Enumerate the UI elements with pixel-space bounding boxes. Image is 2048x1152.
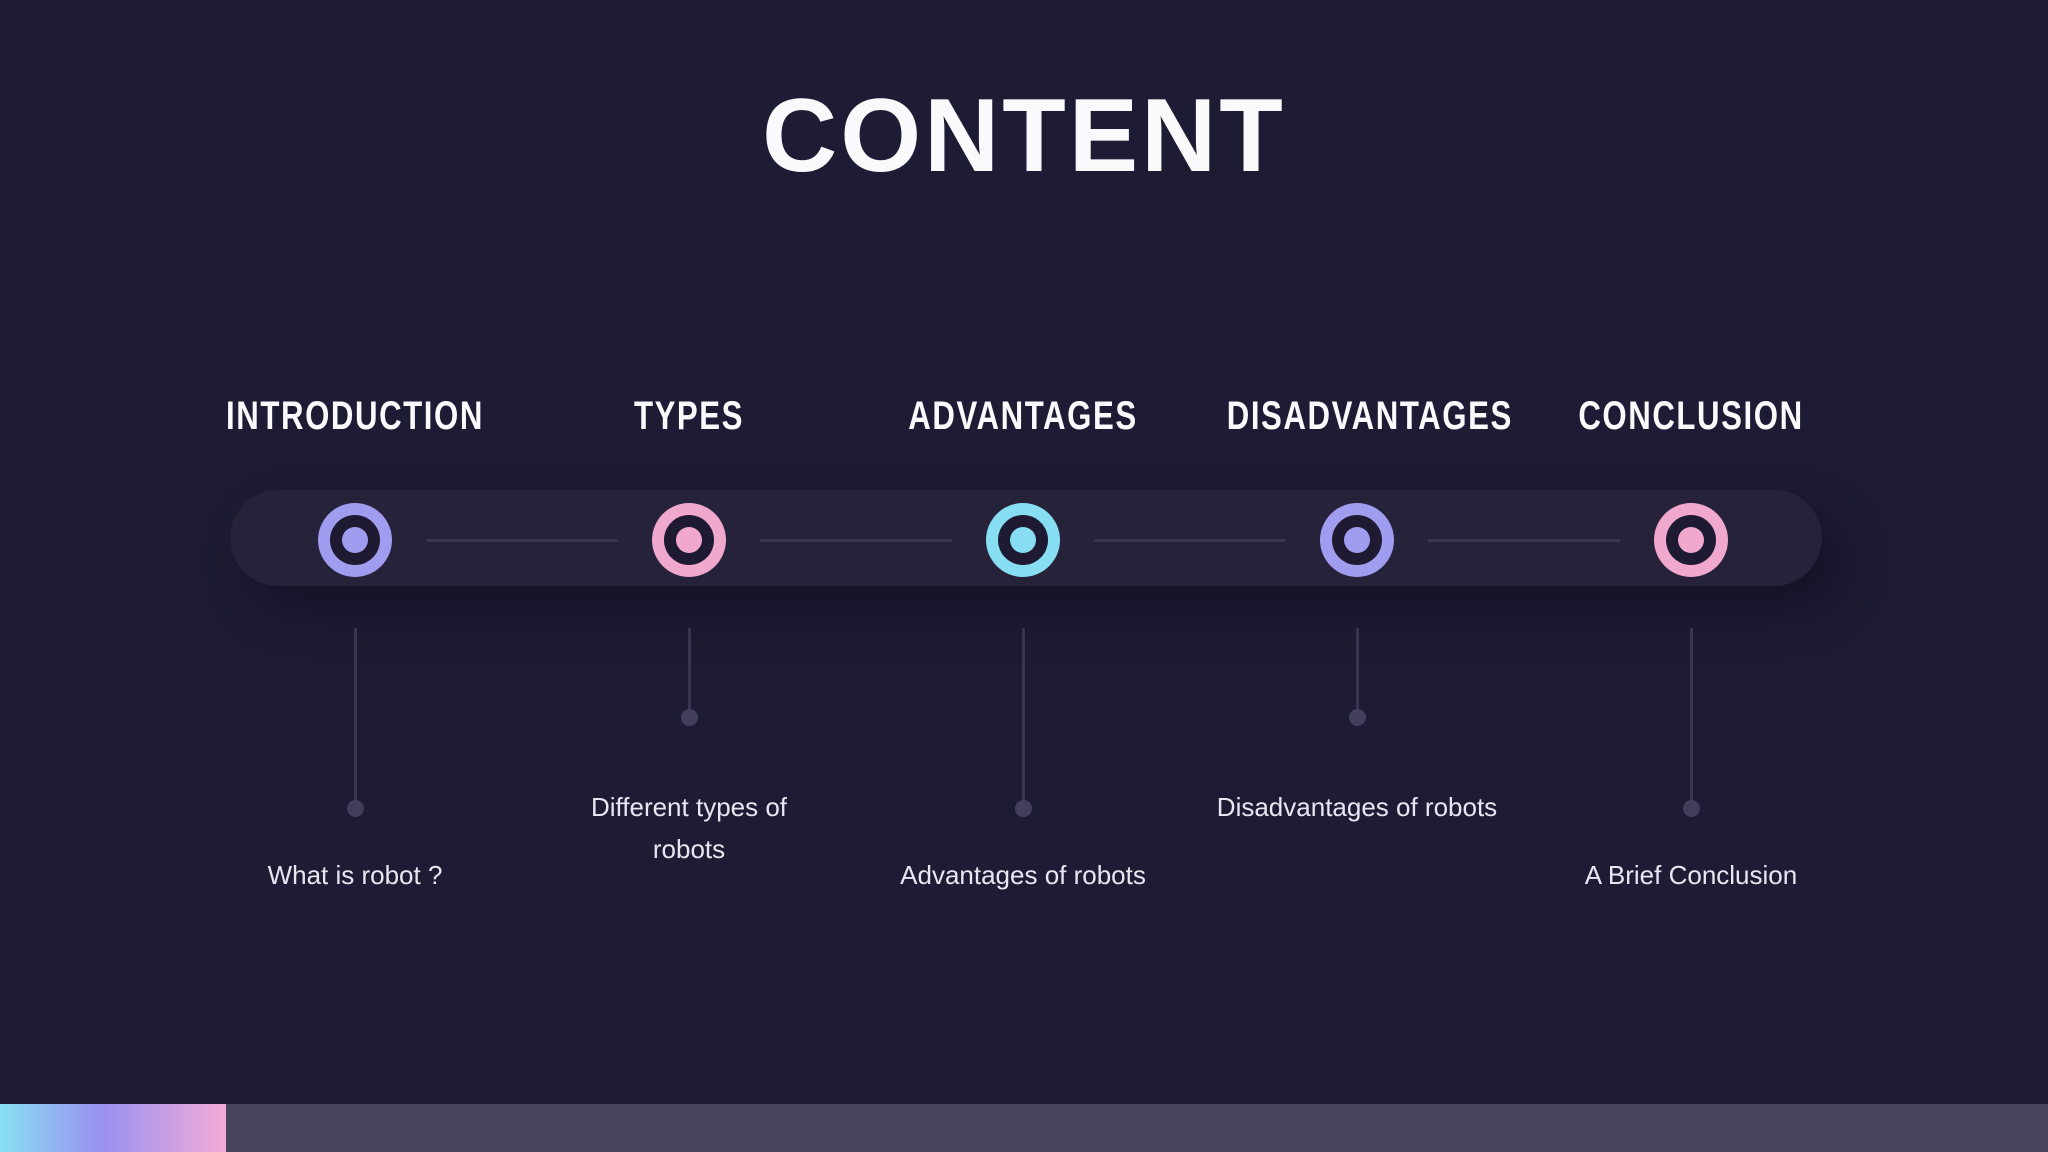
node-hole: [1332, 515, 1382, 565]
node-dot: [676, 527, 702, 553]
track-connector: [1094, 539, 1286, 542]
node-hole: [664, 515, 714, 565]
connector-dot: [1014, 800, 1032, 817]
timeline-node-icon: [318, 503, 392, 577]
track-connector: [760, 539, 952, 542]
footer-gradient-strip: [0, 1104, 226, 1152]
node-hole: [330, 515, 380, 565]
timeline-node-icon: [1320, 503, 1394, 577]
timeline-item-introduction: INTRODUCTION What is robot ?: [188, 0, 522, 1152]
connector-dot: [1682, 800, 1700, 817]
timeline-item-disadvantages: DISADVANTAGES Disadvantages of robots: [1190, 0, 1524, 1152]
timeline-item-label: INTRODUCTION: [226, 394, 484, 438]
track-connector: [1428, 539, 1620, 542]
connector-line: [353, 628, 357, 808]
connector-dot: [680, 709, 698, 726]
node-dot: [342, 527, 368, 553]
timeline-item-label: DISADVANTAGES: [1226, 394, 1513, 438]
timeline-item-label: TYPES: [633, 394, 745, 438]
node-dot: [1010, 527, 1036, 553]
timeline-item-advantages: ADVANTAGES Advantages of robots: [856, 0, 1190, 1152]
timeline-item-types: TYPES Different types of robots: [522, 0, 856, 1152]
connector-line: [1689, 628, 1693, 808]
connector-dot: [1348, 709, 1366, 726]
timeline-item-conclusion: CONCLUSION A Brief Conclusion: [1524, 0, 1858, 1152]
footer-bar: [226, 1104, 2048, 1152]
timeline-item-label: CONCLUSION: [1578, 394, 1804, 438]
track-connector: [426, 539, 618, 542]
node-dot: [1678, 527, 1704, 553]
node-hole: [1666, 515, 1716, 565]
timeline-node-icon: [986, 503, 1060, 577]
timeline-item-description: What is robot ?: [267, 860, 443, 890]
connector-line: [1021, 628, 1025, 808]
timeline-node-icon: [1654, 503, 1728, 577]
timeline-item-description: Different types of robots: [590, 792, 788, 864]
connector-line: [687, 628, 691, 717]
node-dot: [1344, 527, 1370, 553]
slide-title: CONTENT: [762, 78, 1286, 194]
timeline-item-description: A Brief Conclusion: [1584, 860, 1798, 890]
timeline-item-label: ADVANTAGES: [908, 394, 1138, 438]
timeline-node-icon: [652, 503, 726, 577]
node-hole: [998, 515, 1048, 565]
connector-dot: [346, 800, 364, 817]
timeline-item-description: Disadvantages of robots: [1216, 792, 1498, 822]
timeline-item-description: Advantages of robots: [900, 860, 1146, 890]
connector-line: [1355, 628, 1359, 717]
